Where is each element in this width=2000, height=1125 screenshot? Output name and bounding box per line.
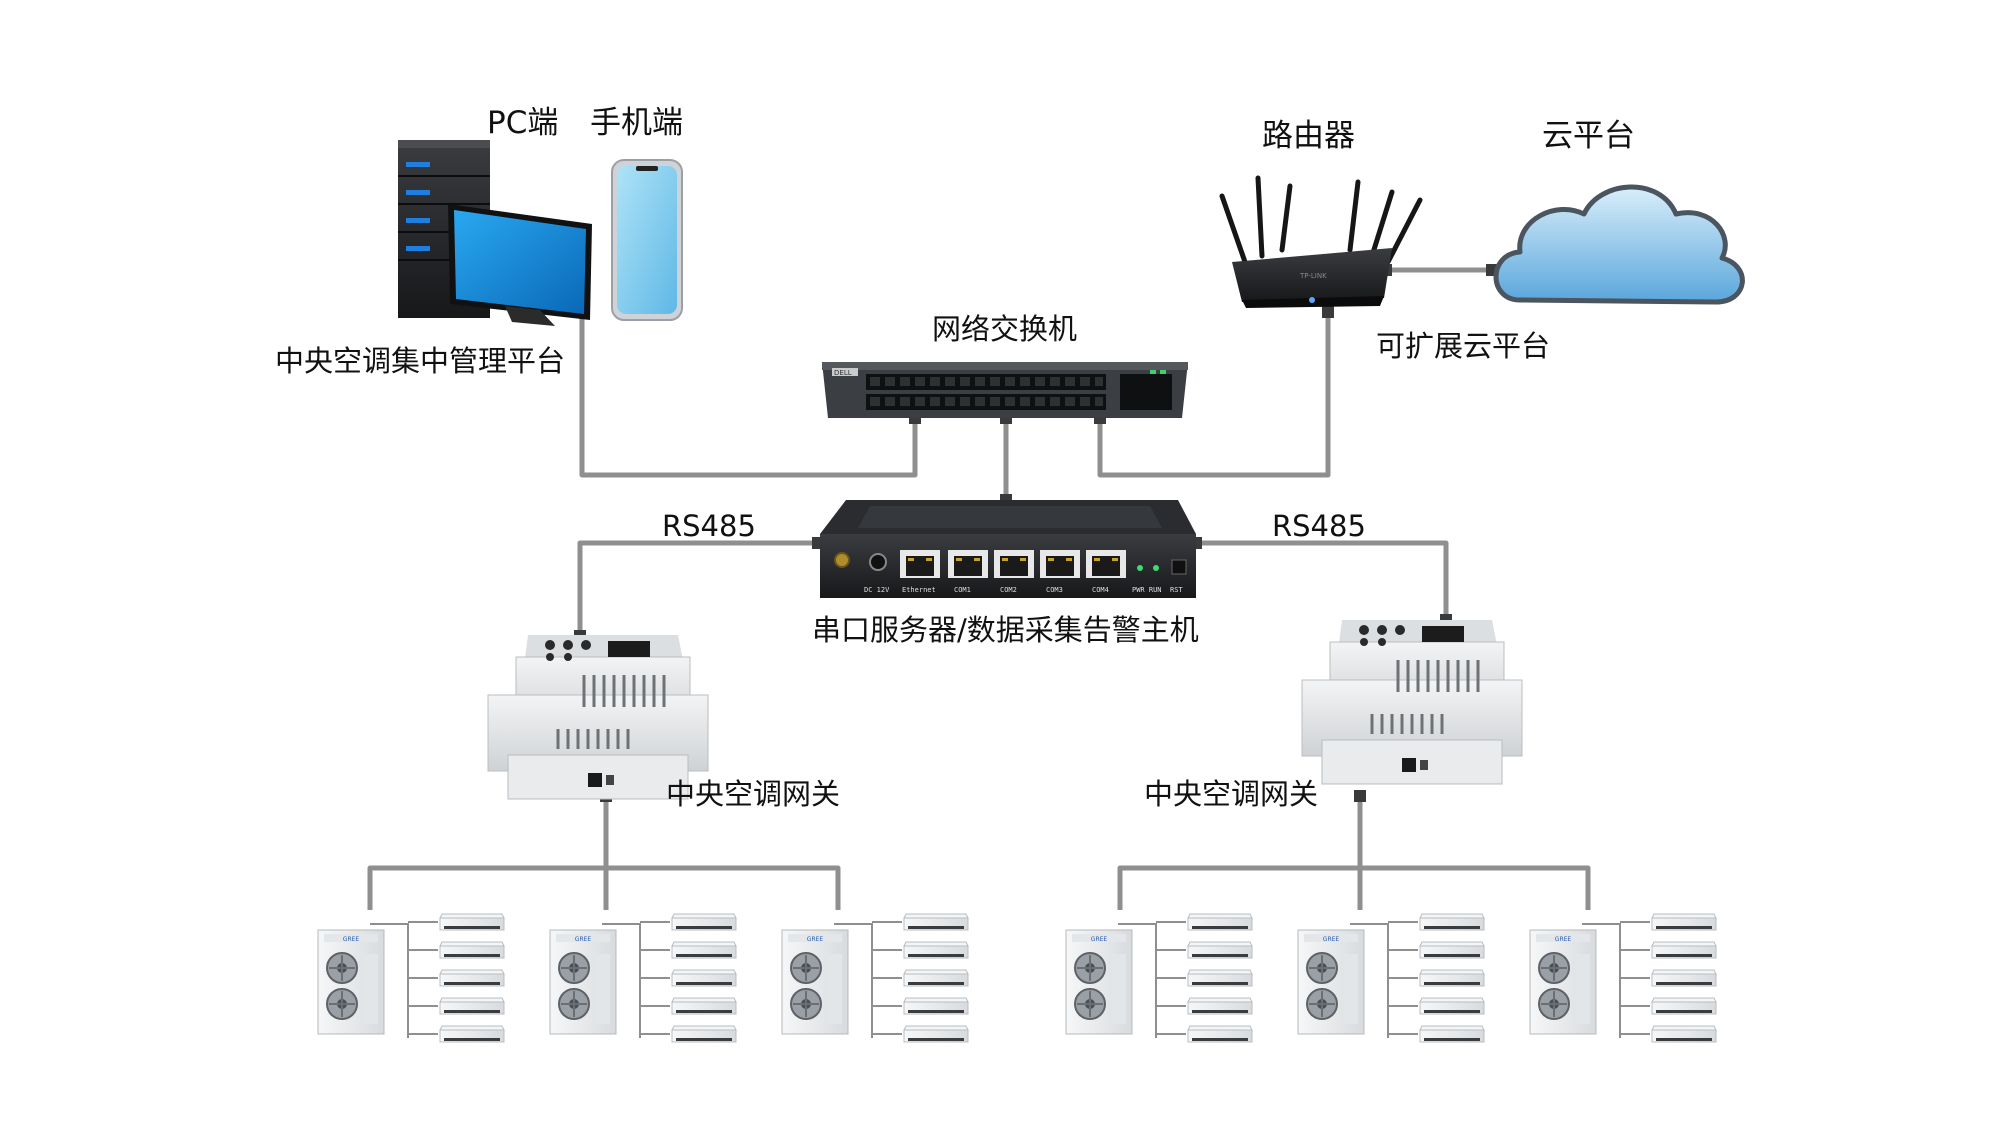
server-port-label: COM3 bbox=[1046, 586, 1063, 594]
ac-brand-text: GREE bbox=[575, 936, 592, 943]
ac-group: GREE bbox=[781, 913, 969, 1043]
indoor-ac-unit-icon bbox=[439, 1025, 505, 1043]
outdoor-ac-unit-icon: GREE bbox=[1297, 929, 1365, 1035]
line-switch-to-router bbox=[1097, 315, 1331, 478]
indoor-ac-unit-icon bbox=[903, 997, 969, 1015]
indoor-ac-unit-icon bbox=[439, 913, 505, 931]
indoor-ac-unit-icon bbox=[1187, 1025, 1253, 1043]
rs485-left-label: RS485 bbox=[662, 509, 756, 543]
indoor-ac-unit-icon bbox=[1187, 913, 1253, 931]
ac-group: GREE bbox=[1065, 913, 1253, 1043]
line-bus-right bbox=[1117, 865, 1591, 910]
ac-brand-text: GREE bbox=[1091, 936, 1108, 943]
outdoor-ac-unit-icon: GREE bbox=[1065, 929, 1133, 1035]
cloud-label: 云平台 bbox=[1542, 118, 1635, 154]
connection-lines bbox=[367, 267, 1591, 910]
line-rs485-right bbox=[1196, 540, 1449, 620]
outdoor-ac-unit-icon: GREE bbox=[549, 929, 617, 1035]
serial-server-icon: DC 12V Ethernet COM1 COM2 COM3 COM4 PWR … bbox=[820, 500, 1196, 598]
indoor-ac-unit-icon bbox=[1187, 941, 1253, 959]
ac-group: GREE bbox=[1529, 913, 1717, 1043]
mobile-label: 手机端 bbox=[590, 105, 683, 141]
line-pc-to-switch bbox=[579, 310, 918, 478]
indoor-ac-unit-icon bbox=[903, 941, 969, 959]
indoor-ac-unit-icon bbox=[671, 913, 737, 931]
smartphone-icon bbox=[611, 159, 683, 321]
gateway-right-label: 中央空调网关 bbox=[1144, 777, 1319, 811]
ac-branch-lines bbox=[834, 921, 902, 1038]
outdoor-ac-unit-icon: GREE bbox=[781, 929, 849, 1035]
outdoor-ac-unit-icon: GREE bbox=[1529, 929, 1597, 1035]
ac-branch-lines bbox=[602, 921, 670, 1038]
platform-label: 中央空调集中管理平台 bbox=[275, 344, 566, 378]
server-label: 串口服务器/数据采集告警主机 bbox=[812, 613, 1199, 647]
rs485-right-label: RS485 bbox=[1272, 509, 1366, 543]
indoor-ac-unit-icon bbox=[671, 997, 737, 1015]
indoor-ac-unit-icon bbox=[1419, 969, 1485, 987]
indoor-ac-unit-icon bbox=[671, 941, 737, 959]
outdoor-ac-unit-icon: GREE bbox=[317, 929, 385, 1035]
server-port-label: RST bbox=[1170, 586, 1183, 594]
indoor-ac-unit-icon bbox=[1651, 969, 1717, 987]
ac-brand-text: GREE bbox=[807, 936, 824, 943]
gateway-icon bbox=[1301, 620, 1523, 785]
router-brand: TP-LINK bbox=[1299, 272, 1327, 280]
ac-brand-text: GREE bbox=[343, 936, 360, 943]
indoor-ac-unit-icon bbox=[439, 997, 505, 1015]
ac-brand-text: GREE bbox=[1323, 936, 1340, 943]
switch-label: 网络交换机 bbox=[932, 312, 1078, 346]
ac-unit-groups: GREE GREE GREE GREE GREE GREE bbox=[317, 913, 1717, 1043]
server-port-label: COM2 bbox=[1000, 586, 1017, 594]
indoor-ac-unit-icon bbox=[1651, 1025, 1717, 1043]
ac-branch-lines bbox=[1350, 921, 1418, 1038]
indoor-ac-unit-icon bbox=[1419, 941, 1485, 959]
server-port-label: COM1 bbox=[954, 586, 971, 594]
ac-branch-lines bbox=[1118, 921, 1186, 1038]
monitor-icon bbox=[448, 204, 592, 326]
indoor-ac-unit-icon bbox=[1187, 997, 1253, 1015]
ac-branch-lines bbox=[370, 921, 438, 1038]
server-port-label: Ethernet bbox=[902, 586, 936, 594]
cloud-icon bbox=[1493, 184, 1745, 305]
switch-brand: DELL bbox=[834, 369, 852, 377]
router-label: 路由器 bbox=[1262, 118, 1355, 154]
indoor-ac-unit-icon bbox=[671, 1025, 737, 1043]
indoor-ac-unit-icon bbox=[439, 969, 505, 987]
pc-label: PC端 bbox=[487, 105, 559, 141]
indoor-ac-unit-icon bbox=[1187, 969, 1253, 987]
cloud-ext-label: 可扩展云平台 bbox=[1376, 329, 1551, 363]
indoor-ac-unit-icon bbox=[1651, 997, 1717, 1015]
indoor-ac-unit-icon bbox=[903, 913, 969, 931]
indoor-ac-unit-icon bbox=[1419, 913, 1485, 931]
line-rs485-left bbox=[577, 540, 820, 635]
router-icon bbox=[1219, 175, 1423, 308]
indoor-ac-unit-icon bbox=[1419, 997, 1485, 1015]
ac-group: GREE bbox=[1297, 913, 1485, 1043]
ac-group: GREE bbox=[549, 913, 737, 1043]
gateway-icon bbox=[487, 635, 709, 800]
gateway-left-label: 中央空调网关 bbox=[666, 777, 841, 811]
indoor-ac-unit-icon bbox=[1419, 1025, 1485, 1043]
server-port-label: PWR RUN bbox=[1132, 586, 1162, 594]
indoor-ac-unit-icon bbox=[439, 941, 505, 959]
switch-port-grid bbox=[870, 377, 1103, 406]
server-port-label: COM4 bbox=[1092, 586, 1109, 594]
ac-brand-text: GREE bbox=[1555, 936, 1572, 943]
indoor-ac-unit-icon bbox=[903, 1025, 969, 1043]
indoor-ac-unit-icon bbox=[1651, 913, 1717, 931]
indoor-ac-unit-icon bbox=[1651, 941, 1717, 959]
server-port-label: DC 12V bbox=[864, 586, 890, 594]
indoor-ac-unit-icon bbox=[671, 969, 737, 987]
indoor-ac-unit-icon bbox=[903, 969, 969, 987]
ac-branch-lines bbox=[1582, 921, 1650, 1038]
ac-group: GREE bbox=[317, 913, 505, 1043]
network-switch-icon bbox=[822, 362, 1188, 418]
